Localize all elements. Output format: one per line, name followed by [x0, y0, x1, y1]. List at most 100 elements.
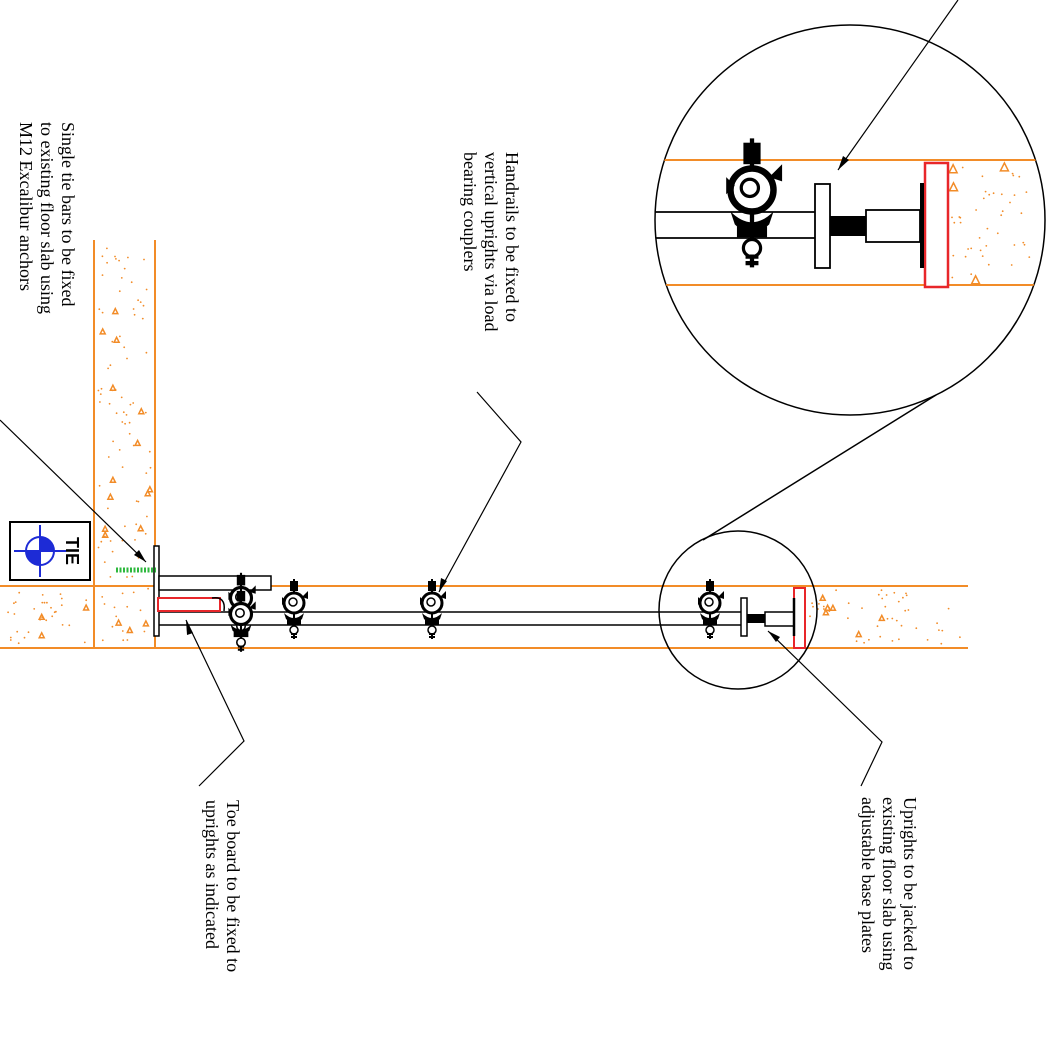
concrete-dot	[978, 237, 981, 239]
concrete-aggregate	[106, 492, 115, 500]
concrete-dot	[898, 638, 900, 641]
concrete-dot	[60, 597, 63, 600]
concrete-dot	[979, 249, 982, 252]
concrete-dot	[23, 636, 26, 639]
concrete-dot	[17, 642, 20, 645]
concrete-dot	[812, 605, 814, 608]
concrete-dot	[125, 414, 128, 416]
concrete-dot	[905, 592, 907, 595]
concrete-dot	[879, 635, 882, 638]
concrete-dot	[122, 411, 125, 414]
handrails-note-line-3: bearing couplers	[460, 152, 480, 271]
concrete-dot	[133, 313, 136, 316]
concrete-dot	[822, 605, 825, 608]
concrete-dot	[124, 422, 126, 425]
concrete-dot	[18, 591, 21, 594]
concrete-aggregate	[947, 163, 959, 174]
concrete-dot	[868, 638, 870, 641]
concrete-aggregate	[37, 612, 46, 621]
concrete-dot	[112, 440, 114, 443]
concrete-dot	[1025, 191, 1028, 194]
concrete-dot	[959, 221, 962, 224]
concrete-dot	[823, 608, 825, 610]
uprights-note-line-1: Uprights to be jacked to	[900, 797, 920, 970]
concrete-dot	[884, 605, 887, 608]
concrete-dot	[97, 546, 100, 549]
concrete-aggregate	[98, 327, 107, 335]
concrete-dot	[1013, 244, 1016, 246]
toe-board	[157, 597, 221, 612]
concrete-dot	[970, 247, 973, 250]
concrete-aggregate	[109, 383, 117, 391]
concrete-dot	[126, 605, 129, 608]
concrete-dot	[121, 421, 124, 423]
concrete-dot	[118, 449, 121, 451]
detail-source-circle	[658, 530, 818, 690]
concrete-dot	[129, 403, 132, 406]
uprights-arrowhead	[768, 631, 780, 642]
concrete-dot	[108, 402, 111, 405]
concrete-dot	[124, 525, 126, 528]
concrete-dot	[13, 613, 16, 615]
concrete-aggregate	[133, 438, 142, 447]
concrete-dot	[111, 340, 114, 343]
concrete-dot	[126, 357, 128, 360]
concrete-dot	[101, 639, 104, 642]
concrete-dot	[904, 609, 907, 612]
concrete-dot	[809, 615, 811, 618]
concrete-dot	[135, 523, 138, 526]
base-flange	[740, 597, 748, 637]
concrete-dot	[41, 601, 44, 604]
concrete-dot	[967, 248, 969, 250]
concrete-aggregate	[823, 603, 832, 611]
concrete-dot	[142, 304, 145, 307]
concrete-aggregate	[137, 407, 146, 415]
concrete-aggregate	[878, 613, 886, 622]
concrete-dot	[891, 617, 894, 620]
concrete-dot	[135, 500, 138, 502]
toe-board-note-line-2: uprights as indicated	[202, 800, 222, 949]
concrete-dot	[861, 607, 863, 609]
concrete-dot	[46, 601, 48, 604]
concrete-dot	[987, 263, 990, 266]
concrete-dot	[905, 594, 908, 597]
concrete-dot	[126, 639, 129, 641]
concrete-dot	[1028, 256, 1031, 258]
concrete-dot	[115, 412, 118, 415]
floor-slab-hatch-left	[7, 591, 90, 645]
concrete-dot	[41, 594, 44, 596]
handrails-note-line-1: Handrails to be fixed to	[502, 152, 522, 322]
concrete-dot	[952, 254, 955, 257]
concrete-dot	[113, 606, 116, 609]
concrete-dot	[121, 592, 124, 595]
concrete-dot	[1000, 193, 1003, 196]
concrete-dot	[109, 364, 112, 367]
concrete-dot	[970, 273, 973, 276]
concrete-dot	[1011, 172, 1014, 175]
concrete-dot	[893, 591, 896, 594]
concrete-dot	[85, 599, 88, 602]
concrete-dot	[13, 602, 15, 605]
concrete-dot	[907, 609, 910, 611]
concrete-aggregate	[101, 524, 109, 532]
concrete-aggregate	[37, 631, 46, 639]
concrete-dot	[120, 277, 123, 279]
concrete-dot	[880, 589, 883, 592]
concrete-dot	[55, 610, 57, 613]
concrete-dot	[134, 539, 136, 541]
concrete-aggregate	[818, 593, 827, 602]
concrete-dot	[951, 276, 954, 279]
concrete-dot	[985, 245, 988, 247]
uprights-leader	[767, 630, 883, 787]
concrete-dot	[101, 274, 104, 276]
concrete-dot	[118, 290, 121, 293]
concrete-dot	[876, 625, 879, 628]
concrete-dot	[98, 484, 101, 487]
concrete-dot	[139, 301, 142, 303]
concrete-dot	[877, 593, 880, 596]
concrete-dot	[1022, 241, 1025, 244]
concrete-dot	[1023, 243, 1026, 246]
scaffold-coupler-icon	[418, 577, 448, 641]
concrete-dot	[982, 197, 985, 200]
